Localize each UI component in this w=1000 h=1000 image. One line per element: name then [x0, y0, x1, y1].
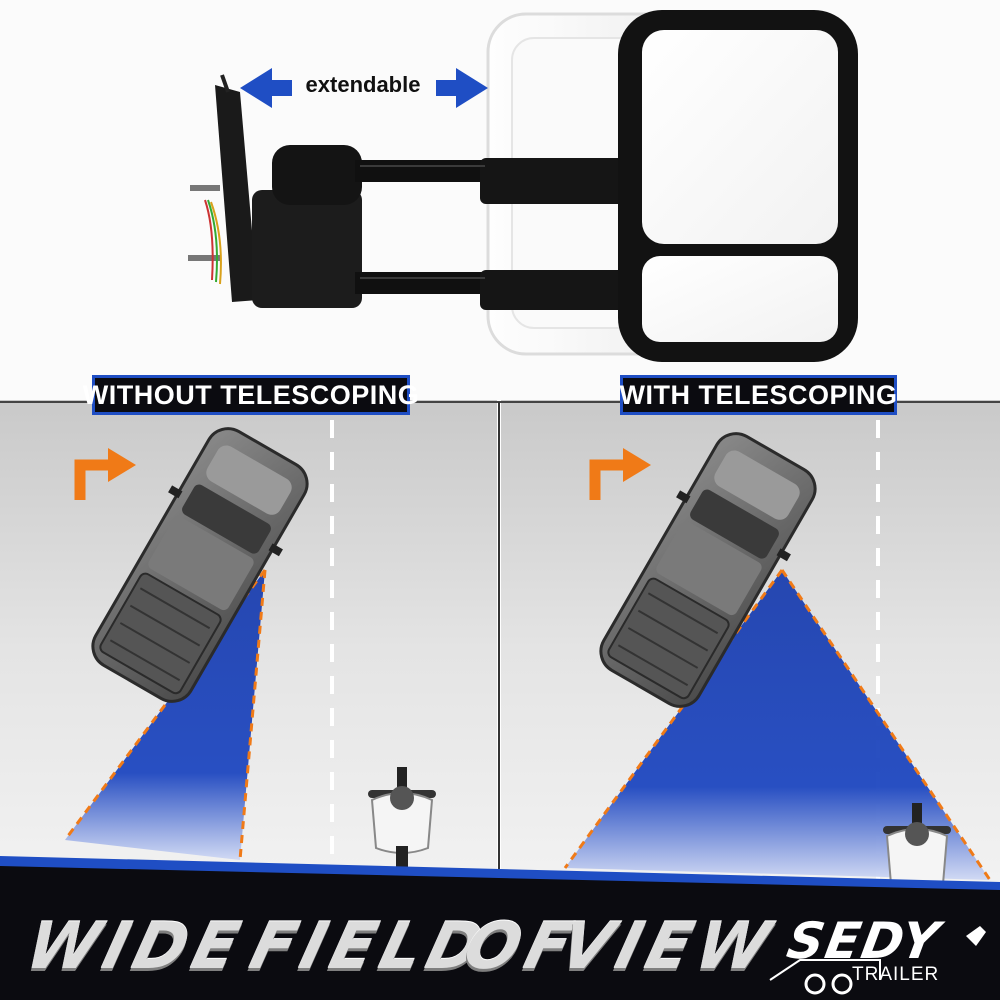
motorcycle-rider-right	[883, 803, 951, 890]
truck-right	[599, 432, 817, 708]
mirror-arm	[252, 145, 630, 310]
brand-logo: SEDY TRAILER	[760, 912, 980, 992]
headline-word-wide: WIDE	[18, 910, 253, 984]
trailer-icon	[769, 926, 986, 995]
turn-arrow-icon-right	[589, 448, 651, 500]
truck-left	[91, 427, 309, 703]
without-telescoping-label: WITHOUT TELESCOPING	[83, 375, 419, 415]
mirror-mount	[188, 74, 258, 302]
extend-arrow-right-icon	[436, 68, 488, 108]
brand-name: SEDY	[782, 912, 946, 970]
with-telescoping-label: WITH TELESCOPING	[620, 375, 897, 415]
motorcycle-rider-left	[368, 767, 436, 872]
extendable-label: extendable	[305, 72, 421, 97]
turn-arrow-icon-left	[74, 448, 136, 500]
bottom-banner	[0, 862, 1000, 1000]
extend-arrow-left-icon	[240, 68, 292, 108]
brand-subtitle: TRAILER	[852, 964, 940, 985]
headline-word-view: VIEW	[552, 910, 783, 984]
view-cone-right	[565, 570, 990, 880]
mirror-head[interactable]	[618, 10, 858, 362]
